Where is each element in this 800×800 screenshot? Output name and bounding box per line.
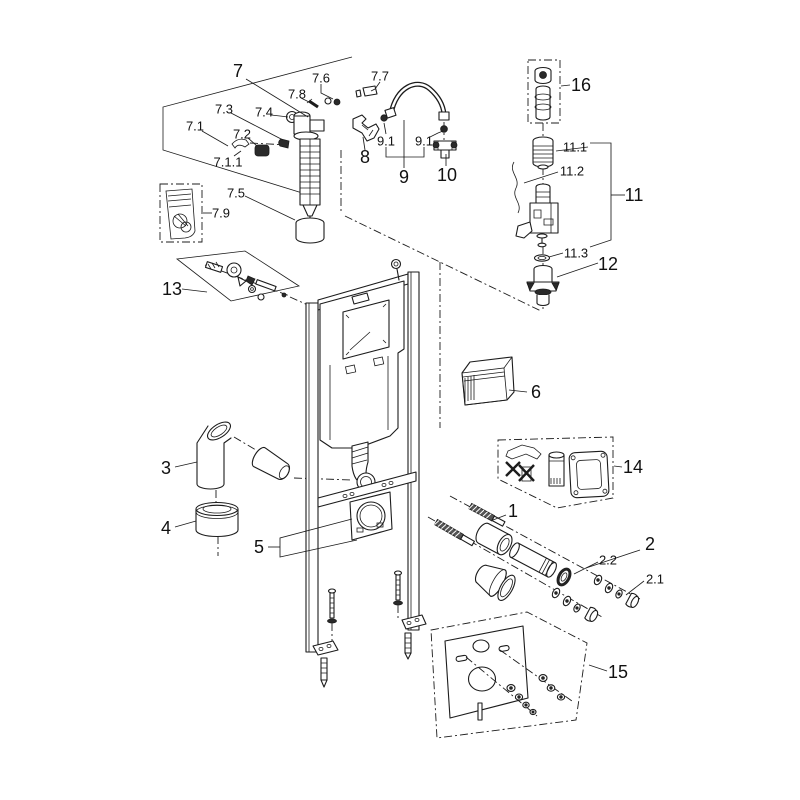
leader-lines xyxy=(174,78,645,672)
actuation-option-box-14 xyxy=(497,436,614,509)
flush-valve-seat-12 xyxy=(526,264,560,307)
part-label-7-8: 7.8 xyxy=(288,87,306,102)
part-label-16: 16 xyxy=(571,75,591,95)
outlet-elbow-3 xyxy=(196,421,291,490)
service-kit-box-7-9 xyxy=(159,183,203,243)
sound-insulation-set-15 xyxy=(430,611,588,739)
part-label-11-1: 11.1 xyxy=(563,140,587,155)
installation-frame xyxy=(305,258,427,688)
fixing-rod-set xyxy=(433,502,640,622)
part-label-15: 15 xyxy=(608,662,628,682)
protection-cap-7-5 xyxy=(295,217,325,244)
part-label-7-6: 7.6 xyxy=(312,71,330,86)
part-label-9-1b: 9.1 xyxy=(415,134,433,149)
spacer-sleeve-4 xyxy=(195,501,239,538)
part-label-7-9: 7.9 xyxy=(212,206,230,221)
part-label-7-4: 7.4 xyxy=(255,105,273,120)
part-label-12: 12 xyxy=(598,254,618,274)
flush-valve-assembly xyxy=(512,136,559,262)
flex-hose xyxy=(380,81,450,133)
part-label-7-3: 7.3 xyxy=(215,102,233,117)
part-label-2-2: 2.2 xyxy=(599,553,617,568)
part-label-11-3: 11.3 xyxy=(564,246,588,261)
part-label-2: 2 xyxy=(645,534,655,554)
fill-valve-plane xyxy=(162,56,353,197)
inspection-box-6 xyxy=(461,356,515,406)
part-label-13: 13 xyxy=(162,279,182,299)
flush-lever-fork xyxy=(352,114,380,142)
part-label-8: 8 xyxy=(360,147,370,167)
part-label-10: 10 xyxy=(437,165,457,185)
part-label-9: 9 xyxy=(399,167,409,187)
assembly-axis-lines xyxy=(215,122,641,644)
part-label-11-2: 11.2 xyxy=(560,164,584,179)
fixing-small-parts-2-1 xyxy=(551,574,640,622)
part-label-3: 3 xyxy=(161,458,171,478)
part-label-7-5: 7.5 xyxy=(227,186,245,201)
part-label-6: 6 xyxy=(531,382,541,402)
part-label-5: 5 xyxy=(254,537,264,557)
adapter-box-16 xyxy=(527,59,561,124)
part-label-7-2: 7.2 xyxy=(233,127,251,142)
part-label-11: 11 xyxy=(625,185,644,205)
part-label-2-1: 2.1 xyxy=(646,572,664,587)
part-label-7-1: 7.1 xyxy=(186,119,204,134)
part-label-7-7: 7.7 xyxy=(371,69,389,84)
part-label-7: 7 xyxy=(233,61,243,81)
tee-fitting xyxy=(432,140,458,159)
part-label-7-1-1: 7.1.1 xyxy=(214,155,243,170)
part-label-14: 14 xyxy=(623,457,643,477)
seal-ring-2-2 xyxy=(556,567,572,587)
fill-valve-assembly xyxy=(231,85,378,224)
part-label-4: 4 xyxy=(161,518,171,538)
part-label-1: 1 xyxy=(508,501,518,521)
wall-bracket-set-13 xyxy=(175,250,301,302)
part-label-9-1a: 9.1 xyxy=(377,134,395,149)
